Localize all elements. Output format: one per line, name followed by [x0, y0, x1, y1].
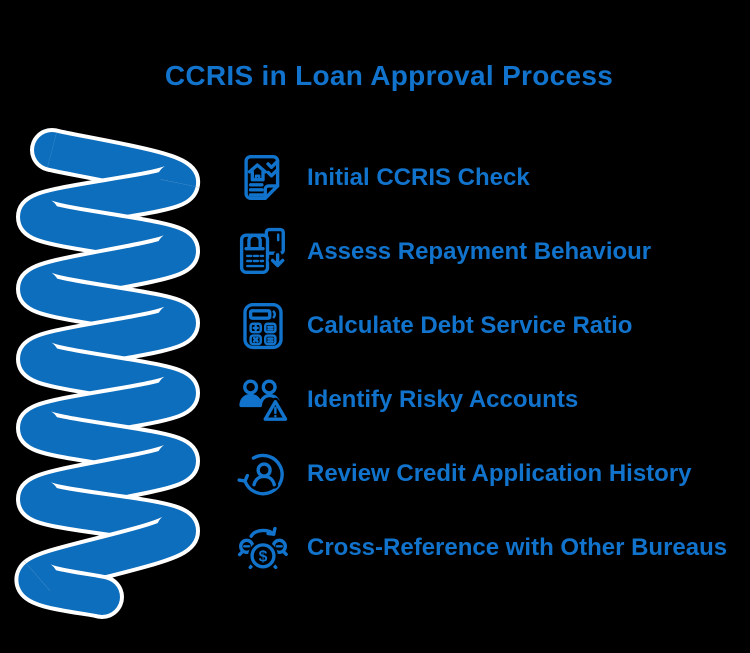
step-label: Review Credit Application History	[307, 460, 692, 487]
process-steps-list: Initial CCRIS Check Assess Repayment Beh…	[236, 151, 727, 595]
users-warning-icon	[239, 379, 290, 424]
step-calculate-dsr: Calculate Debt Service Ratio	[236, 299, 727, 353]
document-house-check-icon	[244, 154, 280, 200]
calculator-icon	[243, 302, 283, 350]
step-identify-risky: Identify Risky Accounts	[236, 373, 727, 427]
step-cross-reference: $ Cross-Reference with Other Bureaus	[236, 521, 727, 575]
step-assess-repayment: Assess Repayment Behaviour	[236, 225, 727, 279]
step-label: Calculate Debt Service Ratio	[307, 312, 633, 339]
step-label: Initial CCRIS Check	[307, 164, 530, 191]
step-initial-ccris-check: Initial CCRIS Check	[236, 151, 727, 205]
page-title: CCRIS in Loan Approval Process	[164, 60, 614, 91]
currency-exchange-icon: $	[237, 526, 288, 571]
step-label: Identify Risky Accounts	[307, 386, 579, 413]
pos-payment-icon	[239, 227, 287, 274]
step-review-history: Review Credit Application History	[236, 447, 727, 501]
svg-text:$: $	[259, 548, 268, 565]
step-label: Cross-Reference with Other Bureaus	[307, 534, 728, 561]
step-label: Assess Repayment Behaviour	[307, 238, 652, 265]
person-history-icon	[237, 453, 284, 496]
